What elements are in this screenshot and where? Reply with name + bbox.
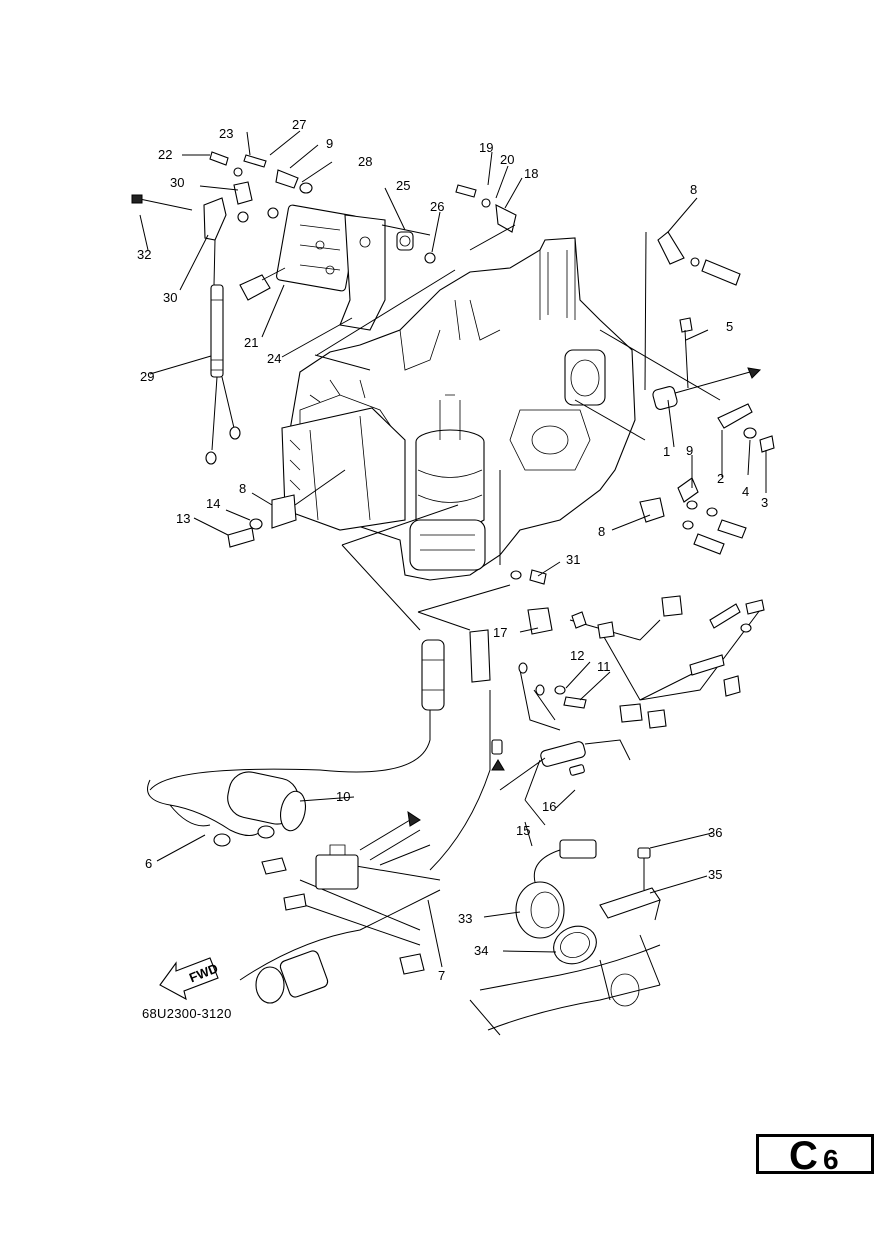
callout-3: 3: [761, 495, 768, 510]
callout-35: 35: [708, 867, 722, 882]
callout-30-b: 30: [163, 290, 177, 305]
callout-34: 34: [474, 943, 488, 958]
lower-harness: [147, 629, 505, 1004]
callout-6: 6: [145, 856, 152, 871]
callout-12: 12: [570, 648, 584, 663]
callout-5: 5: [726, 319, 733, 334]
callout-24: 24: [267, 351, 281, 366]
callout-17: 17: [493, 625, 507, 640]
callout-15: 15: [516, 823, 530, 838]
callout-21: 21: [244, 335, 258, 350]
callout-8: 8: [690, 182, 697, 197]
callout-9-b: 9: [686, 443, 693, 458]
right-side-parts: [574, 231, 775, 555]
callout-32: 32: [137, 247, 151, 262]
callout-19: 19: [479, 140, 493, 155]
fwd-arrow-icon: FWD: [159, 957, 220, 1001]
callout-11: 11: [597, 659, 611, 674]
callout-13: 13: [176, 511, 190, 526]
callout-25: 25: [396, 178, 410, 193]
callout-labels: 27 23 9 22 28 30 25 26 32 30 21 24 29 19…: [137, 117, 768, 983]
callout-27: 27: [292, 117, 306, 132]
callout-8-c: 8: [598, 524, 605, 539]
callout-31: 31: [566, 552, 580, 567]
wire-harness-assembly: [149, 569, 765, 871]
callout-9: 9: [326, 136, 333, 151]
cdi-unit-assembly: [131, 151, 517, 465]
guide-lines: [341, 470, 511, 631]
callout-30: 30: [170, 175, 184, 190]
callout-26: 26: [430, 199, 444, 214]
callout-36: 36: [708, 825, 722, 840]
callout-18: 18: [524, 166, 538, 181]
page-tab: C 6: [756, 1134, 874, 1178]
callout-29: 29: [140, 369, 154, 384]
callout-7: 7: [438, 968, 445, 983]
callout-2: 2: [717, 471, 724, 486]
callout-10: 10: [336, 789, 350, 804]
cowling-parts: [469, 839, 661, 1036]
callout-20: 20: [500, 152, 514, 167]
callout-8-b: 8: [239, 481, 246, 496]
page-tab-number: 6: [823, 1144, 839, 1175]
bracket-parts-left: [227, 469, 346, 548]
callout-28: 28: [358, 154, 372, 169]
callout-leaders: [139, 130, 767, 968]
callout-22: 22: [158, 147, 172, 162]
page-tab-letter: C: [789, 1134, 818, 1178]
diagram-code: 68U2300-3120: [142, 1006, 232, 1021]
callout-4: 4: [742, 484, 749, 499]
callout-33: 33: [458, 911, 472, 926]
callout-14: 14: [206, 496, 220, 511]
callout-1: 1: [663, 444, 670, 459]
callout-16: 16: [542, 799, 556, 814]
engine-block: [281, 237, 636, 581]
callout-23: 23: [219, 126, 233, 141]
